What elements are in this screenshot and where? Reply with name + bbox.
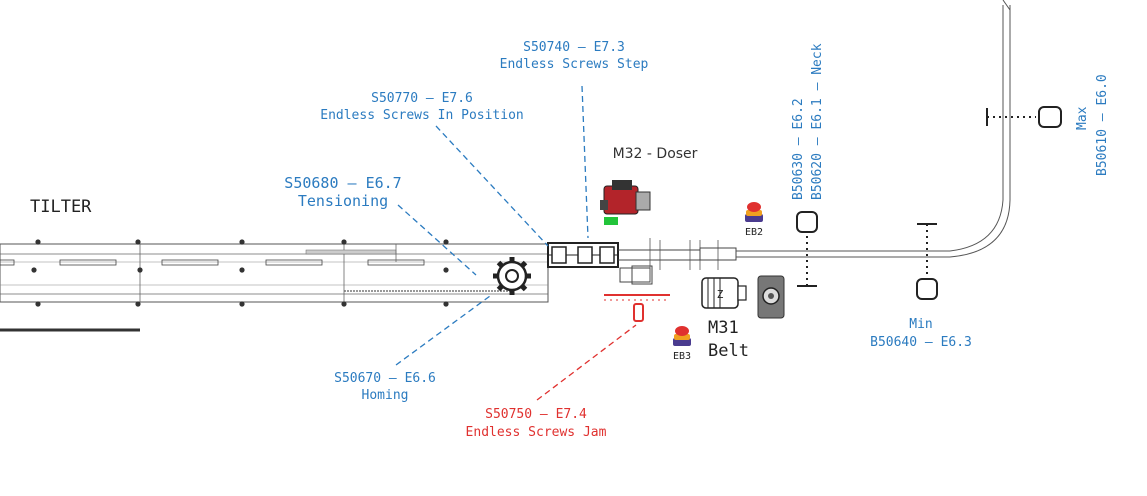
b50620-label: B50620 – E6.1 – Neck (810, 43, 825, 200)
outfeed-belt[interactable] (736, 0, 1011, 258)
leader-lines (395, 85, 637, 401)
sensor-b50630[interactable] (796, 211, 818, 287)
belt-motor-icon[interactable]: Z (701, 277, 747, 309)
s50740-code: S50740 – E7.3 (523, 40, 625, 55)
m31-desc: Belt (708, 341, 749, 361)
b50640-label: B50640 – E6.3 (870, 335, 972, 350)
drive-unit-icon[interactable] (757, 275, 785, 319)
b50630-label: B50630 – E6.2 (791, 98, 806, 200)
sensor-b50640[interactable] (916, 223, 938, 300)
svg-text:Z: Z (717, 288, 724, 301)
eb3-label: EB3 (673, 351, 691, 362)
s50750-desc: Endless Screws Jam (466, 425, 607, 440)
endless-screws-unit[interactable] (547, 238, 737, 285)
tilter-conveyor[interactable] (0, 239, 549, 332)
s50670-code: S50670 – E6.6 (334, 371, 436, 386)
sensor-s50750[interactable] (604, 294, 670, 322)
s50770-desc: Endless Screws In Position (320, 108, 524, 123)
eb2-label: EB2 (745, 227, 763, 238)
m31-code: M31 (708, 318, 739, 338)
doser-motor-icon[interactable] (600, 180, 651, 225)
tilter-label: TILTER (30, 197, 92, 217)
m32-label: M32 - Doser (613, 146, 698, 162)
b50610-label: B50610 – E6.0 (1095, 74, 1110, 176)
max-label: Max (1075, 106, 1090, 130)
min-label: Min (909, 317, 932, 332)
s50770-code: S50770 – E7.6 (371, 91, 473, 106)
sensor-b50610[interactable] (986, 106, 1062, 128)
s50680-desc: Tensioning (298, 192, 388, 210)
labels: TILTER S50740 – E7.3 Endless Screws Step… (30, 40, 1110, 440)
s50670-desc: Homing (362, 388, 409, 403)
s50750-code: S50750 – E7.4 (485, 407, 587, 422)
s50740-desc: Endless Screws Step (500, 57, 649, 72)
s50680-code: S50680 – E6.7 (284, 174, 401, 192)
emergency-button-icon[interactable] (745, 202, 763, 222)
emergency-button-icon[interactable] (673, 326, 691, 346)
gear-icon[interactable] (493, 257, 531, 295)
